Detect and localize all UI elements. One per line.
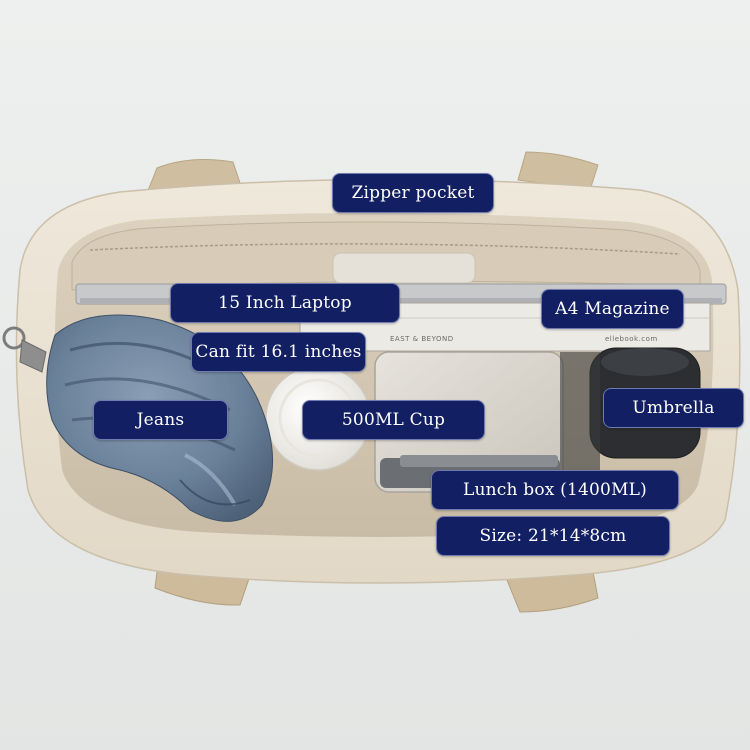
label-cup: 500ML Cup — [302, 400, 485, 440]
label-laptop-fit: Can fit 16.1 inches — [191, 332, 366, 372]
label-umbrella: Umbrella — [603, 388, 744, 428]
label-lunch-box-size: Size: 21*14*8cm — [436, 516, 670, 556]
label-laptop: 15 Inch Laptop — [170, 283, 400, 323]
label-magazine: A4 Magazine — [541, 289, 684, 329]
zipper-pull — [19, 339, 47, 373]
zipper-ring — [2, 326, 26, 350]
handle-top-right — [517, 151, 599, 191]
magazine-print-spine: EAST & BEYOND — [390, 335, 454, 343]
pouch — [332, 252, 476, 284]
label-zipper-pocket: Zipper pocket — [332, 173, 494, 213]
magazine-print-site: ellebook.com — [605, 335, 658, 343]
label-lunch-box: Lunch box (1400ML) — [431, 470, 679, 510]
label-jeans: Jeans — [93, 400, 228, 440]
